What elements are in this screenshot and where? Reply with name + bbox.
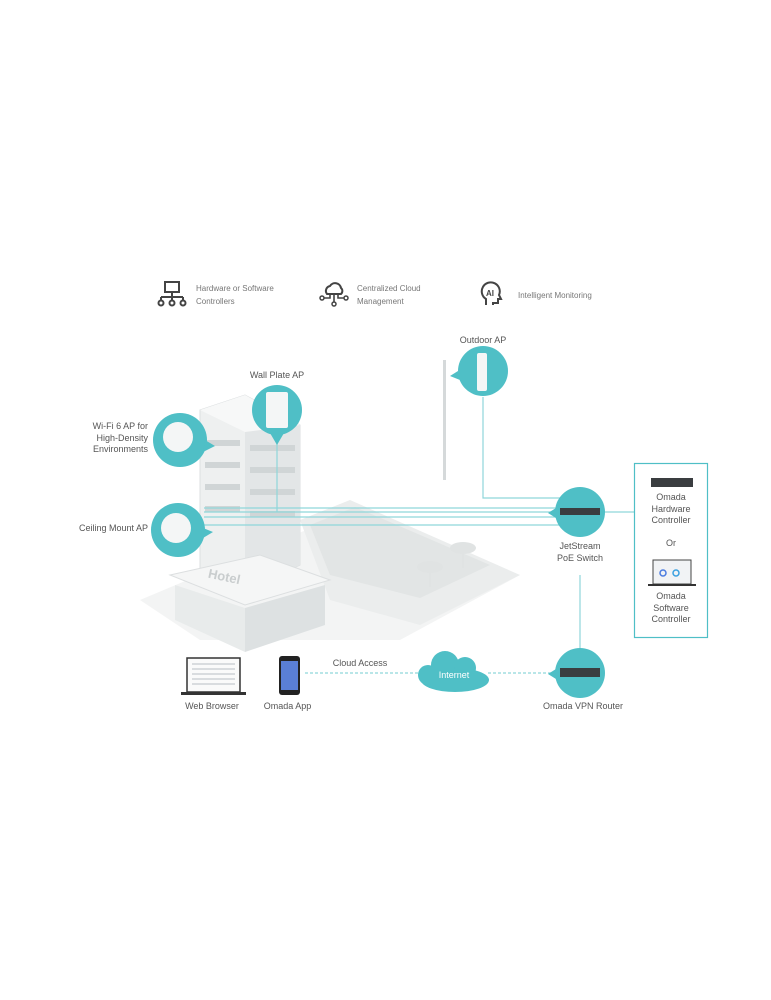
hotel-lobby-roof — [168, 554, 332, 606]
label-line: PoE Switch — [556, 552, 604, 563]
software-controller-label: Omada Software Controller — [634, 591, 708, 626]
connection-lines — [200, 397, 634, 674]
cloud-access-label: Cloud Access — [332, 658, 388, 668]
outdoor-ap-label: Outdoor AP — [459, 335, 507, 345]
network-hierarchy-icon — [157, 281, 187, 307]
hotel-lobby-side — [245, 585, 325, 652]
wall-plate-ap-bubble[interactable] — [252, 385, 302, 445]
feature-label: Intelligent Monitoring — [518, 291, 592, 300]
umbrellas — [417, 542, 476, 587]
or-label: Or — [666, 538, 676, 548]
wifi6-ap-label: Wi-Fi 6 AP for High-Density Environments — [60, 421, 148, 456]
cloud-network-icon — [319, 282, 349, 307]
internet-cloud[interactable] — [418, 651, 489, 692]
outdoor-ap-bubble[interactable] — [450, 346, 508, 396]
label-line: High-Density — [96, 432, 148, 443]
poe-switch-label: JetStream PoE Switch — [540, 541, 620, 564]
wifi6-ap-bubble[interactable] — [153, 413, 215, 467]
software-controller-laptop — [648, 559, 696, 586]
feature-label: Management — [357, 297, 404, 306]
hardware-controller-label: Omada Hardware Controller — [634, 492, 708, 527]
label-line: JetStream — [559, 541, 601, 551]
label-line: Environments — [92, 444, 148, 454]
label-line: Wi-Fi 6 AP for — [92, 421, 148, 431]
feature-label: Centralized Cloud — [357, 284, 421, 293]
hardware-controller-device — [651, 478, 693, 487]
omada-app-phone — [279, 656, 300, 695]
web-browser-laptop — [181, 657, 246, 695]
ceiling-ap-bubble[interactable] — [151, 503, 213, 557]
web-browser-label: Web Browser — [185, 701, 239, 711]
label-line: Software — [653, 602, 689, 613]
feature-label: Hardware or Software — [196, 284, 274, 293]
label-line: Omada — [656, 492, 686, 502]
hotel-lobby-front — [175, 585, 245, 652]
internet-label: Internet — [438, 670, 470, 680]
wall-plate-ap-label: Wall Plate AP — [249, 370, 305, 380]
vpn-router-label: Omada VPN Router — [542, 701, 624, 711]
label-line: Omada — [656, 591, 686, 601]
ceiling-ap-label: Ceiling Mount AP — [78, 523, 148, 533]
vpn-router-bubble[interactable] — [548, 648, 605, 698]
pool — [310, 507, 490, 598]
label-line: Hardware — [651, 503, 691, 514]
omada-app-label: Omada App — [263, 701, 312, 711]
svg-text:AI: AI — [486, 289, 494, 298]
outdoor-pole — [443, 360, 446, 480]
controller-box — [633, 462, 709, 639]
feature-label: Controllers — [196, 297, 235, 306]
hotel-windows — [205, 440, 295, 517]
label-line: Controller — [651, 515, 691, 525]
poe-switch-bubble[interactable] — [548, 487, 605, 537]
ai-head-icon: AI — [480, 281, 503, 305]
label-line: Controller — [651, 614, 691, 624]
